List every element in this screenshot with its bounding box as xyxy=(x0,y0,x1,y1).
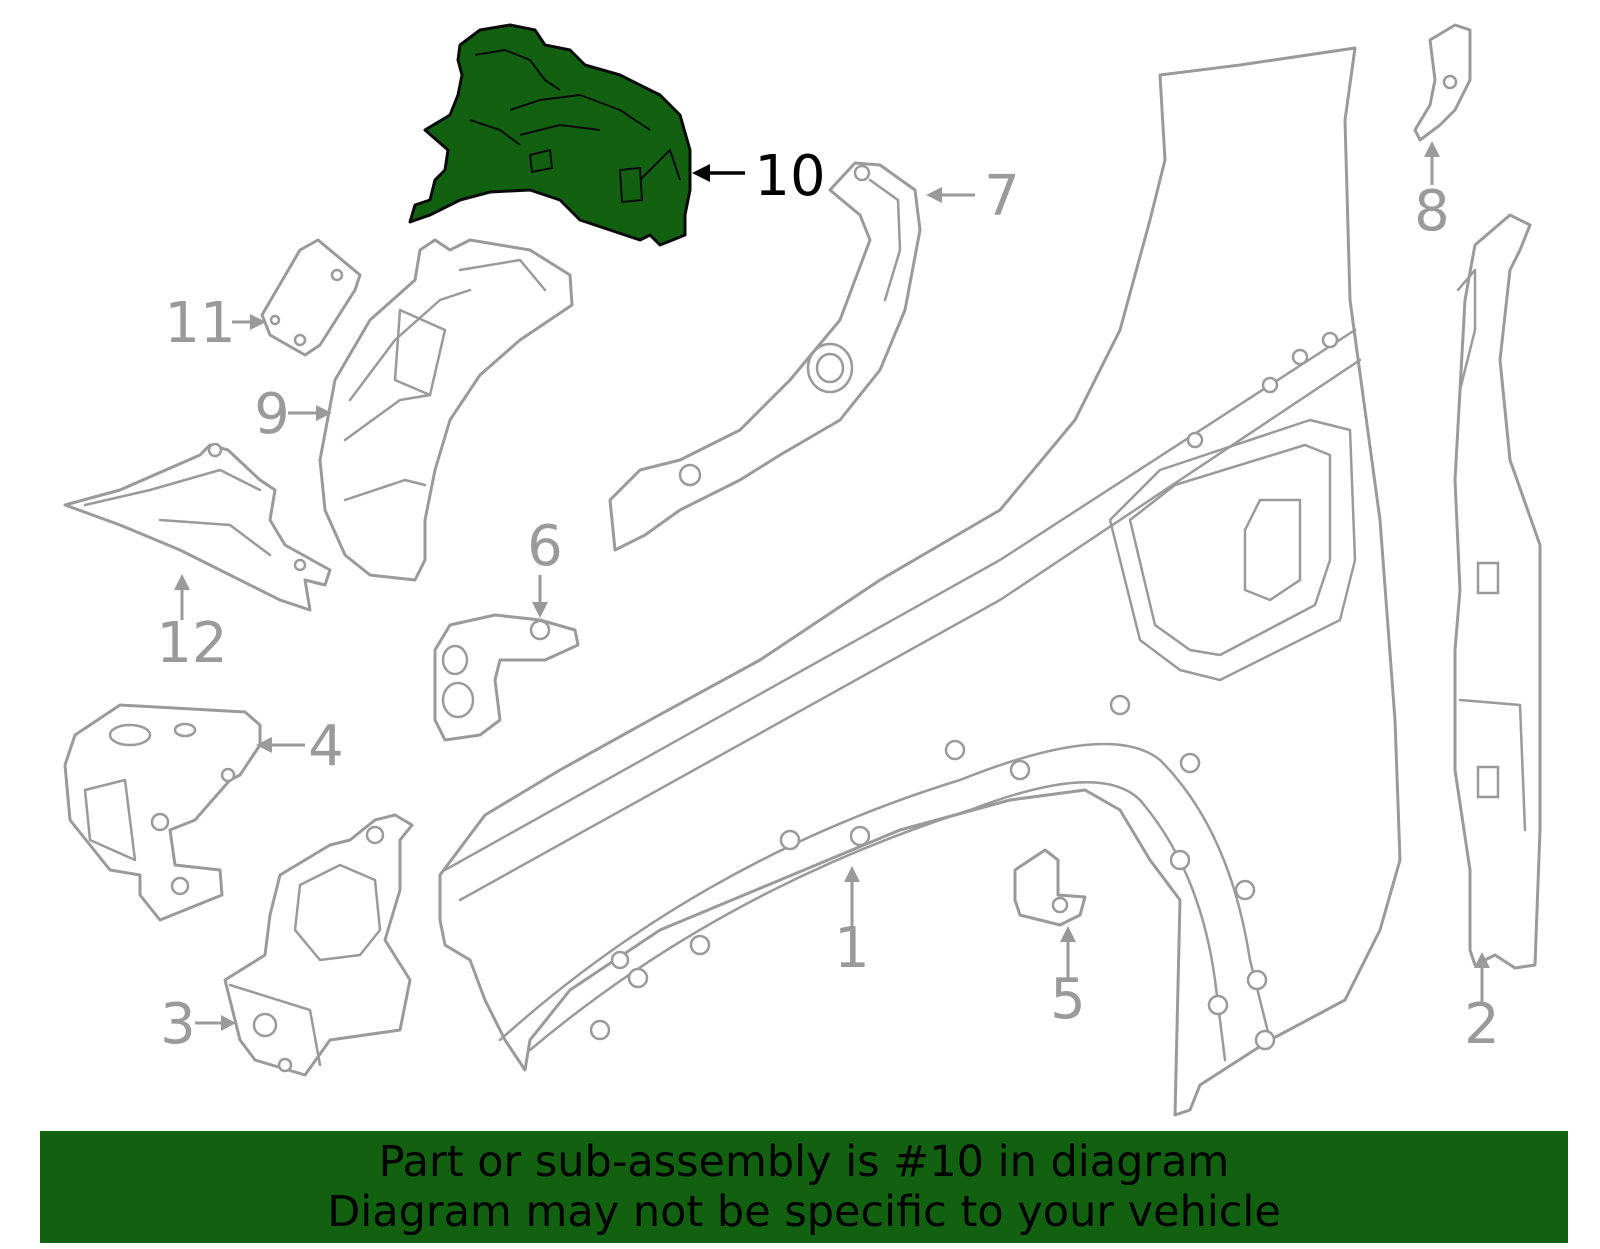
callout-8[interactable]: 8 xyxy=(1414,179,1450,244)
part-12-shield[interactable] xyxy=(63,442,332,612)
callout-3[interactable]: 3 xyxy=(160,992,196,1057)
arrow-12 xyxy=(174,574,190,620)
part-11-plate[interactable] xyxy=(260,238,362,357)
arrow-9 xyxy=(288,405,332,421)
callout-6[interactable]: 6 xyxy=(527,514,563,579)
banner-line-2: Diagram may not be specific to your vehi… xyxy=(327,1187,1281,1237)
part-2-pillar[interactable] xyxy=(1453,213,1542,970)
arrow-4 xyxy=(256,737,305,753)
callout-10[interactable]: 10 xyxy=(754,144,825,209)
arrow-8 xyxy=(1424,141,1440,185)
arrow-11 xyxy=(232,314,266,330)
callout-12[interactable]: 12 xyxy=(156,611,227,676)
arrow-3 xyxy=(195,1015,236,1031)
callout-1[interactable]: 1 xyxy=(834,916,870,981)
callout-4[interactable]: 4 xyxy=(308,714,344,779)
callout-7[interactable]: 7 xyxy=(984,164,1020,229)
part-3-bracket[interactable] xyxy=(223,813,414,1077)
info-banner: Part or sub-assembly is #10 in diagram D… xyxy=(40,1131,1568,1243)
part-7-reinforcement[interactable] xyxy=(608,161,922,552)
callout-11[interactable]: 11 xyxy=(164,291,235,356)
part-8-clip[interactable] xyxy=(1413,23,1472,142)
arrow-6 xyxy=(532,575,548,618)
arrow-7 xyxy=(926,187,975,203)
arrow-1 xyxy=(844,866,860,930)
arrow-5 xyxy=(1060,926,1076,978)
part-9-liner[interactable] xyxy=(318,238,574,582)
part-10-highlighted[interactable] xyxy=(408,23,692,247)
part-5-bracket[interactable] xyxy=(1013,848,1087,927)
part-4-bracket[interactable] xyxy=(63,703,262,922)
part-6-bracket[interactable] xyxy=(433,613,580,742)
part-1-fender[interactable] xyxy=(438,46,1402,1117)
callout-9[interactable]: 9 xyxy=(254,382,290,447)
arrow-2 xyxy=(1474,952,1490,1005)
callout-2[interactable]: 2 xyxy=(1464,992,1500,1057)
banner-line-1: Part or sub-assembly is #10 in diagram xyxy=(378,1137,1230,1187)
arrow-10 xyxy=(692,164,745,182)
callout-5[interactable]: 5 xyxy=(1050,967,1086,1032)
